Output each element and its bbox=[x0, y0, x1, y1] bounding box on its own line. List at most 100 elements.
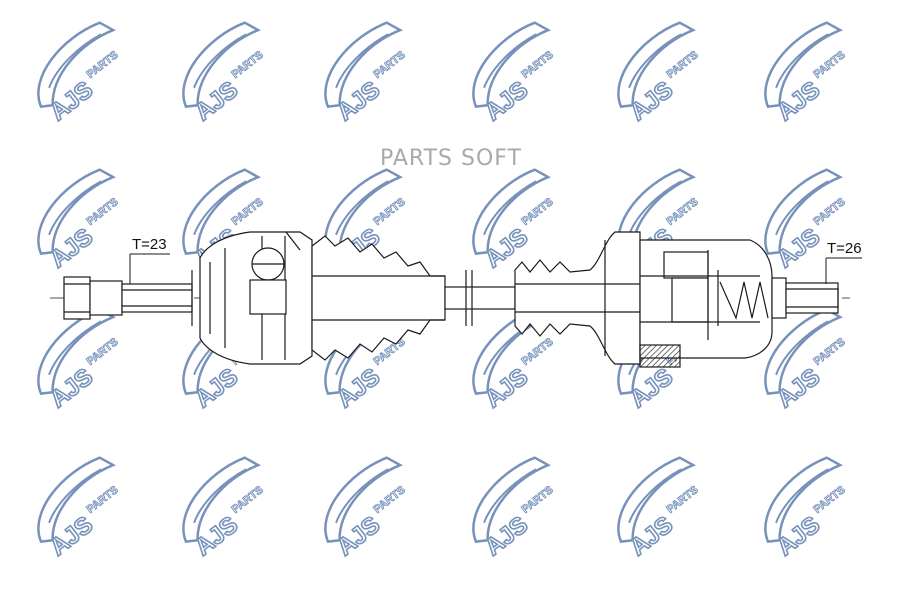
watermark-suffix: PARTS bbox=[520, 336, 556, 368]
watermark-brand: AJS bbox=[45, 76, 98, 126]
watermark-brand: AJS bbox=[332, 76, 385, 126]
page-title: PARTS SOFT bbox=[380, 146, 522, 171]
watermark-brand: AJS bbox=[625, 363, 678, 413]
watermark-swoosh-inner-icon bbox=[193, 468, 247, 524]
watermark-suffix: PARTS bbox=[85, 336, 121, 368]
right-spline-label: T=26 bbox=[827, 240, 862, 257]
watermark-brand: AJS bbox=[480, 363, 533, 413]
watermark-swoosh-icon bbox=[324, 456, 404, 544]
watermark-swoosh-icon bbox=[37, 21, 117, 109]
watermark-swoosh-inner-icon bbox=[483, 180, 537, 236]
watermark-suffix: PARTS bbox=[230, 196, 266, 228]
watermark-swoosh-icon bbox=[182, 21, 262, 109]
watermark-suffix: PARTS bbox=[812, 49, 848, 81]
watermark-suffix: PARTS bbox=[812, 484, 848, 516]
watermark-suffix: PARTS bbox=[665, 484, 701, 516]
watermark-suffix: PARTS bbox=[85, 484, 121, 516]
watermark-brand: AJS bbox=[190, 511, 243, 561]
watermark-swoosh-inner-icon bbox=[48, 180, 102, 236]
watermark-suffix: PARTS bbox=[372, 49, 408, 81]
watermark-swoosh-icon bbox=[764, 21, 844, 109]
watermark-swoosh-inner-icon bbox=[628, 33, 682, 89]
watermark-brand: AJS bbox=[190, 76, 243, 126]
watermark-swoosh-inner-icon bbox=[775, 468, 829, 524]
watermark-swoosh-inner-icon bbox=[628, 468, 682, 524]
watermark-suffix: PARTS bbox=[85, 196, 121, 228]
watermark-brand: AJS bbox=[772, 223, 825, 273]
watermark-suffix: PARTS bbox=[372, 196, 408, 228]
inner-cv-joint bbox=[639, 239, 773, 368]
watermark-brand: AJS bbox=[772, 76, 825, 126]
watermark-suffix: PARTS bbox=[230, 484, 266, 516]
watermark-swoosh-icon bbox=[617, 168, 697, 256]
watermark-swoosh-icon bbox=[764, 168, 844, 256]
left-spline-stub bbox=[63, 270, 193, 326]
watermark-swoosh-inner-icon bbox=[193, 33, 247, 89]
watermark-swoosh-inner-icon bbox=[335, 33, 389, 89]
watermark-swoosh-inner-icon bbox=[335, 468, 389, 524]
watermark-swoosh-inner-icon bbox=[48, 468, 102, 524]
watermark-swoosh-inner-icon bbox=[48, 320, 102, 376]
watermark-swoosh-icon bbox=[37, 168, 117, 256]
watermark-swoosh-inner-icon bbox=[775, 33, 829, 89]
watermark-swoosh-icon bbox=[472, 21, 552, 109]
watermark-swoosh-icon bbox=[37, 456, 117, 544]
watermark-swoosh-icon bbox=[764, 456, 844, 544]
left-spline-label: T=23 bbox=[132, 236, 167, 253]
inner-boot bbox=[514, 231, 641, 365]
watermark-brand: AJS bbox=[190, 363, 243, 413]
watermark-swoosh-icon bbox=[324, 21, 404, 109]
watermark-brand: AJS bbox=[480, 76, 533, 126]
watermark-brand: AJS bbox=[625, 76, 678, 126]
watermark-swoosh-inner-icon bbox=[775, 180, 829, 236]
watermark-suffix: PARTS bbox=[520, 49, 556, 81]
watermark-brand: AJS bbox=[772, 511, 825, 561]
watermark-swoosh-inner-icon bbox=[775, 320, 829, 376]
watermark-swoosh-inner-icon bbox=[48, 33, 102, 89]
right-dimension-leader bbox=[825, 257, 862, 284]
watermark-brand: AJS bbox=[625, 511, 678, 561]
watermark-swoosh-inner-icon bbox=[335, 180, 389, 236]
watermark-suffix: PARTS bbox=[520, 196, 556, 228]
watermark-suffix: PARTS bbox=[812, 336, 848, 368]
watermark-swoosh-icon bbox=[324, 168, 404, 256]
watermark-suffix: PARTS bbox=[665, 49, 701, 81]
watermark-swoosh-icon bbox=[617, 21, 697, 109]
watermark-swoosh-inner-icon bbox=[193, 180, 247, 236]
watermark-brand: AJS bbox=[332, 363, 385, 413]
watermark-suffix: PARTS bbox=[520, 484, 556, 516]
watermark-brand: AJS bbox=[45, 223, 98, 273]
watermark-brand: AJS bbox=[45, 363, 98, 413]
right-spline-stub bbox=[771, 277, 839, 319]
watermark-swoosh-icon bbox=[472, 168, 552, 256]
watermark-swoosh-inner-icon bbox=[628, 180, 682, 236]
watermark-suffix: PARTS bbox=[230, 49, 266, 81]
watermark-brand: AJS bbox=[480, 511, 533, 561]
watermark-suffix: PARTS bbox=[812, 196, 848, 228]
watermark-suffix: PARTS bbox=[372, 484, 408, 516]
watermark-brand: AJS bbox=[772, 363, 825, 413]
left-dimension-leader bbox=[129, 253, 170, 284]
watermark-swoosh-icon bbox=[182, 456, 262, 544]
watermark-swoosh-inner-icon bbox=[483, 33, 537, 89]
watermark-swoosh-inner-icon bbox=[483, 468, 537, 524]
watermark-swoosh-icon bbox=[472, 456, 552, 544]
drive-shaft bbox=[50, 231, 862, 368]
watermark-brand: AJS bbox=[332, 511, 385, 561]
center-shaft bbox=[444, 270, 516, 326]
watermark-suffix: PARTS bbox=[85, 49, 121, 81]
